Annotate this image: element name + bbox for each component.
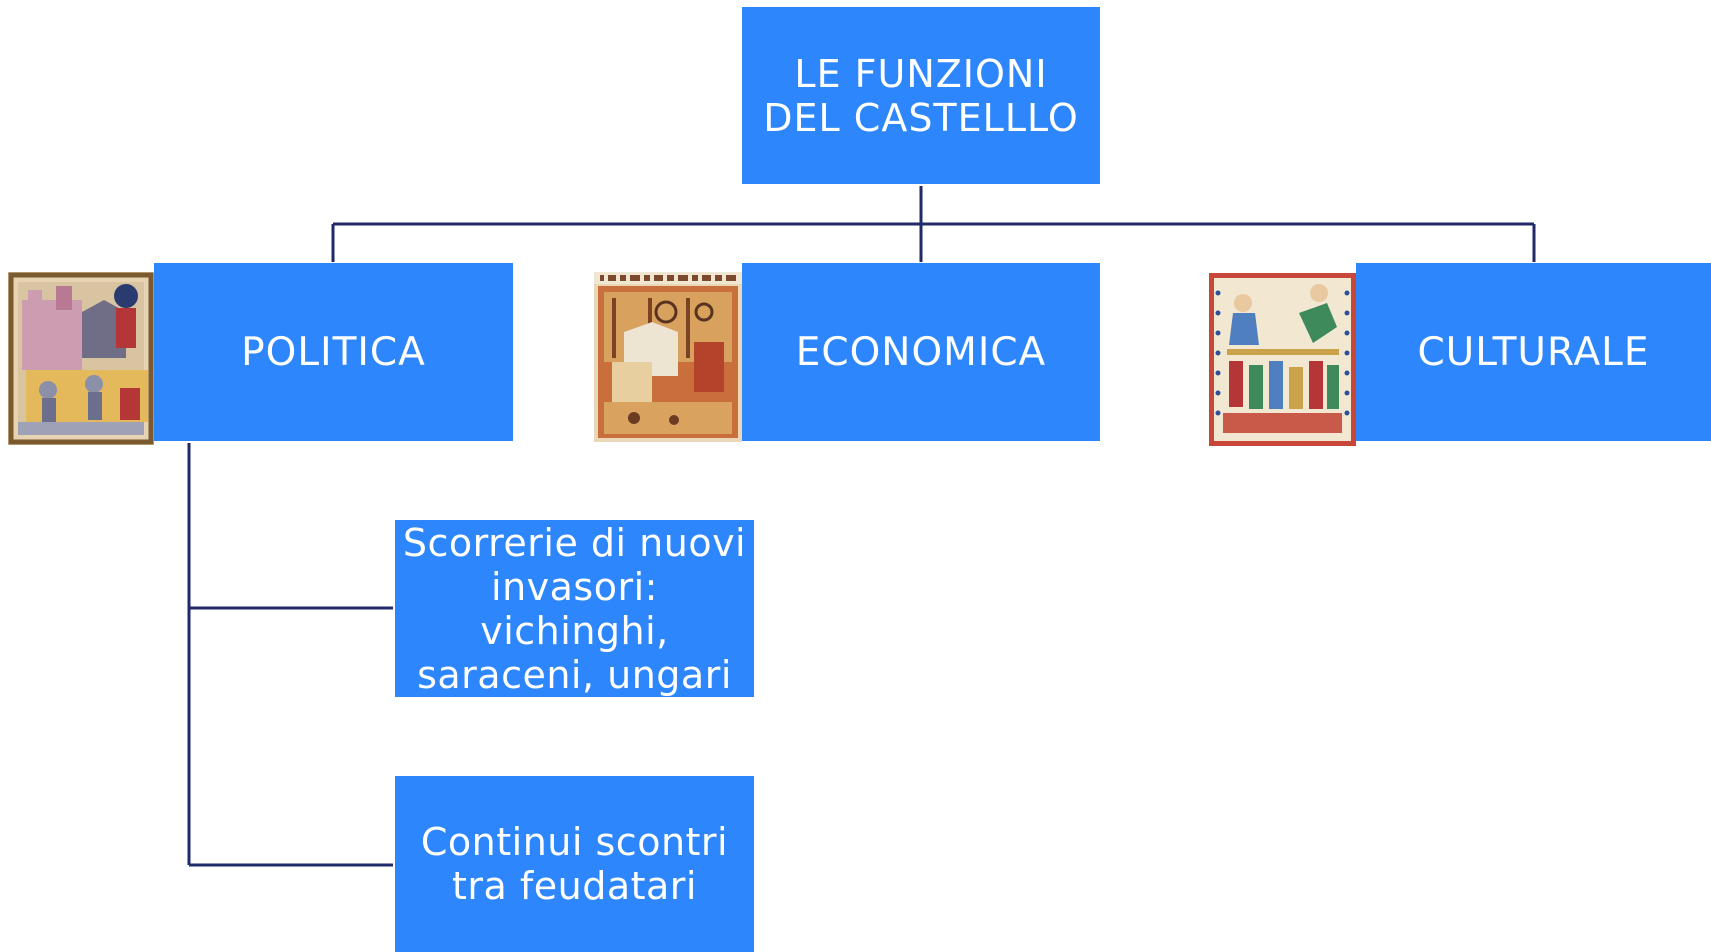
node-scorrerie: Scorrerie di nuovi invasori: vichinghi, … <box>395 520 754 697</box>
node-scorrerie-label: Scorrerie di nuovi invasori: vichinghi, … <box>402 520 747 697</box>
node-economica-label: ECONOMICA <box>795 329 1047 375</box>
market-miniature-image <box>594 272 742 442</box>
node-culturale-label: CULTURALE <box>1417 329 1650 375</box>
node-politica-label: POLITICA <box>241 329 426 375</box>
siege-miniature-image <box>8 272 154 445</box>
node-scontri: Continui scontri tra feudatari <box>395 776 754 952</box>
node-economica: ECONOMICA <box>742 263 1100 441</box>
node-culturale: CULTURALE <box>1356 263 1711 441</box>
node-scontri-label: Continui scontri tra feudatari <box>420 820 729 908</box>
court-miniature-image <box>1209 273 1356 446</box>
node-politica: POLITICA <box>154 263 513 441</box>
root-node: LE FUNZIONI DEL CASTELLLO <box>742 7 1100 184</box>
root-label: LE FUNZIONI DEL CASTELLLO <box>763 51 1079 140</box>
